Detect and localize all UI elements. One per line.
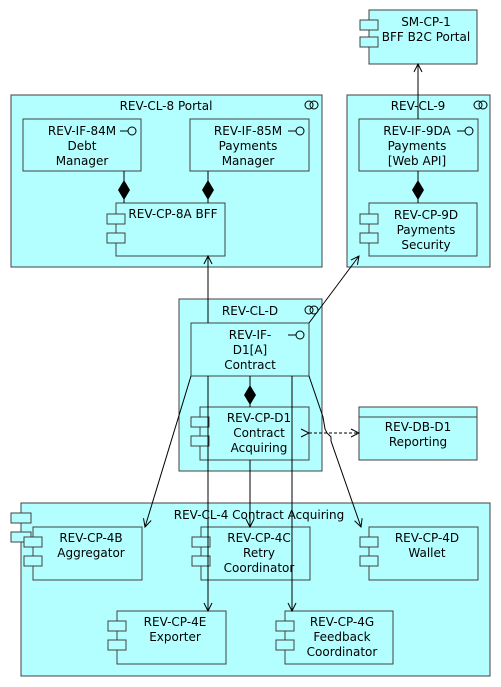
- component-tab-icon: [23, 555, 43, 567]
- rev-cp-9d-line-2: Payments: [397, 223, 456, 237]
- rev-cp-8a-label: REV-CP-8A BFF: [128, 207, 217, 221]
- node-rev-cp-9d[interactable]: REV-CP-9D Payments Security: [359, 202, 478, 257]
- edge-84m-to-8a: [118, 171, 130, 203]
- rev-db-d1-line-2: Reporting: [389, 435, 447, 449]
- rev-cp-9d-line-1: REV-CP-9D: [394, 208, 458, 222]
- node-rev-cp-4e[interactable]: REV-CP-4E Exporter: [107, 610, 227, 665]
- component-tab-icon: [190, 416, 210, 428]
- sm-cp-1-line-2: BFF B2C Portal: [382, 30, 470, 44]
- rev-cp-9d-line-3: Security: [401, 238, 450, 252]
- edge-d1a-to-cp-d1: [244, 376, 256, 407]
- interface-icon: [288, 330, 305, 340]
- rev-cp-4b-line-2: Aggregator: [57, 546, 125, 560]
- component-tab-icon: [107, 639, 127, 651]
- composition-diamond-icon: [244, 385, 256, 405]
- node-rev-db-d1[interactable]: REV-DB-D1 Reporting: [358, 406, 478, 461]
- edge-d1a-to-4b: [145, 375, 192, 527]
- node-rev-if-d1a[interactable]: REV-IF- D1[A] Contract: [190, 322, 310, 377]
- rev-cp-4g-line-1: REV-CP-4G: [310, 615, 374, 629]
- rev-if-9da-line-1: REV-IF-9DA: [383, 124, 451, 138]
- node-rev-if-85m[interactable]: REV-IF-85M Payments Manager: [189, 118, 310, 172]
- rev-cp-4c-line-3: Coordinator: [224, 561, 295, 575]
- rev-if-84m-line-2: Debt: [68, 139, 97, 153]
- node-rev-cp-4d[interactable]: REV-CP-4D Wallet: [359, 526, 479, 581]
- rev-cp-4c-line-1: REV-CP-4C: [227, 531, 290, 545]
- interface-icon: [120, 126, 137, 136]
- composition-diamond-icon: [412, 180, 424, 200]
- rev-cp-4g-line-2: Feedback: [313, 630, 370, 644]
- rev-cp-4b-line-1: REV-CP-4B: [59, 531, 122, 545]
- rev-cl-d-label: REV-CL-D: [222, 304, 278, 318]
- rev-cp-4e-line-2: Exporter: [149, 630, 201, 644]
- rev-if-d1a-line-1: REV-IF-: [229, 328, 272, 342]
- rev-cp-4c-line-2: Retry: [243, 546, 275, 560]
- edge-85m-to-8a: [202, 171, 214, 203]
- component-tab-icon: [359, 555, 379, 567]
- rev-if-9da-line-3: [Web API]: [388, 154, 446, 168]
- component-tab-icon: [359, 213, 379, 225]
- rev-if-85m-line-3: Manager: [222, 154, 275, 168]
- rev-if-84m-line-3: Manager: [56, 154, 109, 168]
- collaboration-icon: [304, 100, 319, 110]
- rev-if-85m-line-2: Payments: [219, 139, 278, 153]
- node-rev-cp-d1[interactable]: REV-CP-D1 Contract Acquiring: [190, 406, 310, 461]
- node-rev-if-9da[interactable]: REV-IF-9DA Payments [Web API]: [358, 118, 479, 172]
- component-tab-icon: [275, 639, 295, 651]
- component-tab-icon: [359, 232, 379, 244]
- node-rev-cp-4b[interactable]: REV-CP-4B Aggregator: [23, 526, 143, 581]
- rev-cl-4-label: REV-CL-4 Contract Acquiring: [174, 508, 344, 522]
- interface-icon: [288, 126, 305, 136]
- composition-diamond-icon: [118, 180, 130, 200]
- component-tab-icon: [191, 555, 211, 567]
- component-tab-icon: [191, 536, 211, 548]
- collaboration-icon: [304, 305, 319, 315]
- component-tab-icon: [23, 536, 43, 548]
- component-tab-icon: [190, 435, 210, 447]
- collaboration-icon: [473, 100, 488, 110]
- rev-cp-d1-line-3: Acquiring: [231, 441, 288, 455]
- node-rev-cp-8a[interactable]: REV-CP-8A BFF: [106, 202, 226, 257]
- component-tab-icon: [275, 620, 295, 632]
- rev-if-85m-line-1: REV-IF-85M: [214, 124, 282, 138]
- edge-9da-to-9d: [412, 171, 424, 203]
- sm-cp-1-line-1: SM-CP-1: [401, 15, 451, 29]
- rev-db-d1-line-1: REV-DB-D1: [385, 420, 451, 434]
- component-tab-icon: [359, 36, 379, 48]
- rev-cp-d1-line-2: Contract: [233, 426, 285, 440]
- edge-d1a-to-9d: [308, 256, 359, 324]
- component-tab-icon: [359, 536, 379, 548]
- node-rev-if-84m[interactable]: REV-IF-84M Debt Manager: [22, 118, 142, 172]
- rev-cp-4d-line-2: Wallet: [408, 546, 446, 560]
- rev-cp-d1-line-1: REV-CP-D1: [227, 411, 291, 425]
- rev-if-9da-line-2: Payments: [388, 139, 447, 153]
- rev-if-d1a-line-3: Contract: [224, 358, 276, 372]
- component-tab-icon: [106, 232, 126, 244]
- rev-if-d1a-line-2: D1[A]: [233, 343, 267, 357]
- node-rev-cp-4g[interactable]: REV-CP-4G Feedback Coordinator: [275, 610, 394, 665]
- component-tab-icon: [359, 19, 379, 31]
- rev-cp-4d-line-1: REV-CP-4D: [395, 531, 459, 545]
- interface-icon: [457, 126, 474, 136]
- component-tab-icon: [106, 213, 126, 225]
- component-tab-icon: [107, 620, 127, 632]
- composition-diamond-icon: [202, 180, 214, 200]
- rev-if-84m-line-1: REV-IF-84M: [48, 124, 116, 138]
- node-sm-cp-1[interactable]: SM-CP-1 BFF B2C Portal: [359, 9, 478, 65]
- rev-cp-4g-line-3: Coordinator: [307, 645, 378, 659]
- rev-cl-8-label: REV-CL-8 Portal: [120, 99, 213, 113]
- component-tab-icon: [10, 512, 32, 524]
- rev-cp-4e-line-1: REV-CP-4E: [144, 615, 207, 629]
